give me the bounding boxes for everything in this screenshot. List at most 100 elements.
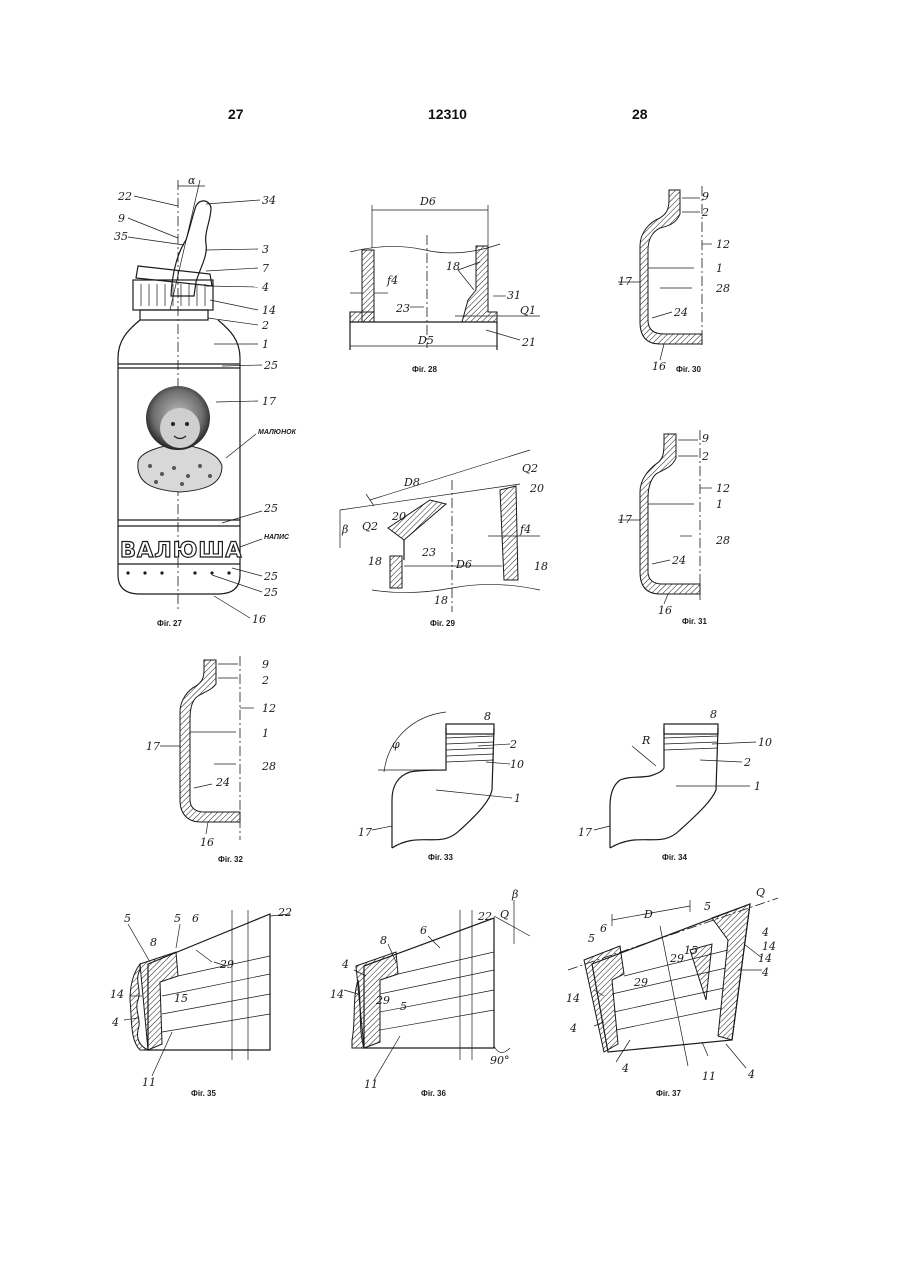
fig36-label-0: β [511, 888, 518, 901]
fig37-label-14: 4 [621, 1062, 629, 1075]
fig31-label-5: 28 [715, 534, 730, 547]
fig-31-section: 9 2 12 1 17 28 24 16 Фіг. 31 [618, 430, 730, 626]
fig28-label-6: D5 [417, 334, 434, 347]
fig33-label-3: 10 [510, 758, 524, 771]
brand-text: ВАЛЮША [120, 538, 243, 562]
fig27-label-14: 25 [263, 502, 278, 515]
fig27-label-12: 17 [262, 395, 276, 408]
fig29-label-4: Q2 [362, 520, 378, 533]
fig35-label-0: 5 [124, 912, 131, 925]
fig27-label-13: МАЛЮНОК [258, 429, 297, 436]
fig31-label-4: 17 [618, 513, 632, 526]
fig34-label-4: 1 [754, 780, 761, 793]
fig-33-shoulder-detail: φ 8 2 10 1 17 Фіг. 33 [358, 710, 524, 862]
fig27-label-8: 14 [262, 304, 276, 317]
fig-34-shoulder-detail: R 8 10 2 1 17 Фіг. 34 [578, 708, 772, 862]
baby-picture [138, 386, 222, 492]
fig35-label-9: 11 [142, 1076, 156, 1089]
fig-32-caption: Фіг. 32 [218, 855, 243, 864]
fig31-label-1: 2 [701, 450, 709, 463]
fig32-label-2: 12 [262, 702, 276, 715]
fig35-label-1: 5 [174, 912, 181, 925]
fig32-label-5: 28 [261, 760, 276, 773]
fig37-label-0: Q [756, 886, 765, 899]
fig32-label-6: 24 [215, 776, 230, 789]
fig36-label-1: 22 [477, 910, 492, 923]
fig36-label-8: 14 [330, 988, 344, 1001]
fig31-label-7: 16 [658, 604, 672, 617]
fig37-label-7: 4 [761, 926, 769, 939]
fig27-label-7: 4 [261, 281, 269, 294]
fig30-label-1: 2 [701, 206, 709, 219]
fig36-label-5: 4 [341, 958, 349, 971]
fig37-label-16: 4 [747, 1068, 755, 1081]
fig30-label-5: 28 [715, 282, 730, 295]
fig29-label-2: 20 [529, 482, 544, 495]
fig35-label-4: 8 [150, 936, 157, 949]
fig32-label-3: 1 [262, 727, 269, 740]
fig27-label-0: α [188, 174, 196, 187]
fig34-label-5: 17 [578, 826, 592, 839]
fig37-label-11: 29 [633, 976, 648, 989]
fig29-label-5: 20 [391, 510, 406, 523]
fig-32-section: 9 2 12 1 17 28 24 16 Фіг. 32 [146, 656, 276, 864]
fig29-label-1: Q2 [522, 462, 538, 475]
fig31-label-6: 24 [671, 554, 686, 567]
fig35-label-2: 6 [192, 912, 199, 925]
fig29-label-0: D8 [403, 476, 420, 489]
fig-36-cap-section: β 22 Q 6 8 4 29 5 14 11 90° Фіг. 36 [330, 888, 530, 1098]
fig32-label-7: 16 [200, 836, 214, 849]
fig36-label-3: 6 [420, 924, 427, 937]
fig29-label-6: f4 [519, 523, 531, 536]
fig37-label-2: 5 [704, 900, 711, 913]
fig-28-caption: Фіг. 28 [412, 365, 437, 374]
fig30-label-4: 17 [618, 275, 632, 288]
fig30-label-3: 1 [716, 262, 723, 275]
fig37-label-1: D [643, 908, 653, 921]
fig30-label-7: 16 [652, 360, 666, 373]
fig37-label-10: 4 [761, 966, 769, 979]
fig35-label-6: 15 [174, 992, 188, 1005]
fig27-label-1: 22 [117, 190, 132, 203]
fig37-label-15: 11 [702, 1070, 716, 1083]
fig27-label-16: 25 [263, 570, 278, 583]
fig36-label-10: 90° [490, 1054, 510, 1067]
fig33-label-5: 17 [358, 826, 372, 839]
fig-27-caption: Фіг. 27 [157, 619, 182, 628]
fig31-label-3: 1 [716, 498, 723, 511]
fig32-label-4: 17 [146, 740, 160, 753]
fig37-label-4: 5 [588, 932, 595, 945]
fig37-label-9: 14 [566, 992, 580, 1005]
fig28-label-5: Q1 [520, 304, 536, 317]
fig27-label-5: 3 [262, 243, 269, 256]
fig27-label-18: 16 [252, 613, 266, 626]
fig27-label-6: 7 [262, 262, 269, 275]
fig34-label-2: 10 [758, 736, 772, 749]
fig28-label-4: 23 [395, 302, 410, 315]
fig27-label-3: 9 [118, 212, 125, 225]
fig36-label-2: Q [500, 908, 509, 921]
fig31-label-0: 9 [702, 432, 709, 445]
fig28-label-3: 31 [507, 289, 521, 302]
fig-31-caption: Фіг. 31 [682, 617, 707, 626]
fig35-label-3: 22 [277, 906, 292, 919]
fig29-label-10: 18 [534, 560, 548, 573]
fig28-label-1: 18 [446, 260, 460, 273]
fig28-label-2: f4 [386, 274, 398, 287]
fig-33-caption: Фіг. 33 [428, 853, 453, 862]
fig32-label-0: 9 [262, 658, 269, 671]
fig27-label-2: 34 [262, 194, 276, 207]
fig30-label-2: 12 [716, 238, 730, 251]
fig34-label-1: 8 [710, 708, 717, 721]
fig32-label-1: 2 [261, 674, 269, 687]
fig-37-cap-section: Q D 5 6 5 29 15 4 14 14 4 29 14 4 4 11 4… [566, 886, 778, 1098]
fig36-label-4: 8 [380, 934, 387, 947]
fig28-label-0: D6 [419, 195, 436, 208]
fig27-label-10: 1 [262, 338, 269, 351]
fig-37-caption: Фіг. 37 [656, 1089, 681, 1098]
fig33-label-0: φ [392, 738, 400, 751]
fig27-label-17: 25 [263, 586, 278, 599]
fig27-label-11: 25 [263, 359, 278, 372]
fig29-label-7: 18 [368, 555, 382, 568]
